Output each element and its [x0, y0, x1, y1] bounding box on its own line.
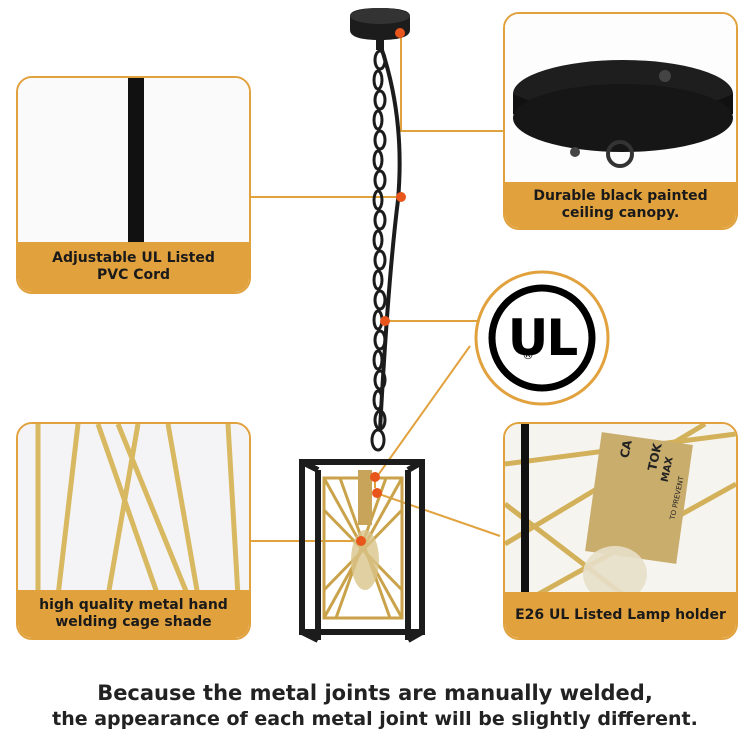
caption-cord: Adjustable UL Listed PVC Cord: [18, 242, 249, 292]
footer-note: Because the metal joints are manually we…: [0, 680, 750, 732]
caption-shade: high quality metal hand welding cage sha…: [18, 590, 249, 638]
holder-closeup-image: [505, 424, 736, 596]
caption-canopy-line2: ceiling canopy.: [561, 205, 680, 221]
caption-cord-line2: PVC Cord: [96, 267, 171, 283]
connector-ul: [384, 320, 480, 322]
caption-holder: E26 UL Listed Lamp holder: [505, 592, 736, 638]
callout-dot-canopy: [395, 28, 405, 38]
pendant-lamp: [299, 8, 425, 643]
footer-line2: the appearance of each metal joint will …: [52, 708, 698, 730]
caption-shade-line2: welding cage shade: [55, 614, 212, 630]
ul-badge: UL ®: [472, 268, 612, 408]
callout-dot-holder: [370, 472, 380, 482]
connector-cord: [250, 196, 400, 198]
callout-dot-cord: [396, 192, 406, 202]
caption-shade-line1: high quality metal hand: [39, 597, 228, 613]
footer-line1: Because the metal joints are manually we…: [97, 681, 653, 705]
connector-canopy-v: [400, 34, 402, 132]
caption-cord-line1: Adjustable UL Listed: [52, 250, 215, 266]
callout-card-holder: CA TOK MAX TO PREVENT E26 UL Listed Lamp…: [503, 422, 738, 640]
canopy-closeup-image: [505, 14, 736, 186]
callout-dot-shade: [356, 536, 366, 546]
ul-registered-mark: ®: [522, 348, 534, 362]
ul-letters: UL: [507, 309, 578, 367]
callout-card-canopy: Durable black painted ceiling canopy.: [503, 12, 738, 230]
connector-canopy-h: [400, 130, 505, 132]
caption-canopy-line1: Durable black painted: [533, 188, 708, 204]
callout-dot-holder-2: [372, 488, 382, 498]
callout-card-shade: high quality metal hand welding cage sha…: [16, 422, 251, 640]
ul-certification-icon: [474, 270, 610, 406]
connector-holder-a: [374, 478, 376, 488]
caption-holder-line1: E26 UL Listed Lamp holder: [515, 606, 726, 623]
callout-dot-ul: [380, 316, 390, 326]
shade-closeup-image: [18, 424, 249, 596]
callout-card-cord: Adjustable UL Listed PVC Cord: [16, 76, 251, 294]
caption-canopy: Durable black painted ceiling canopy.: [505, 182, 736, 228]
cord-closeup-image: [18, 78, 249, 248]
